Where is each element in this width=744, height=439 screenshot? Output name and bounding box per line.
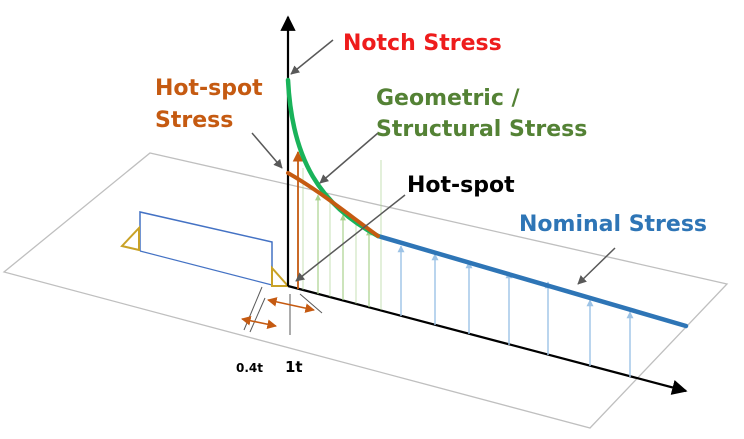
weld-right: [271, 265, 291, 287]
hot-spot-label: Hot-spot: [407, 173, 515, 198]
geometric-stress-label-line2: Structural Stress: [376, 117, 587, 142]
dimension-lines: [243, 286, 323, 335]
hot-spot-stress-callout: [251, 132, 283, 169]
hot-spot-extrapolation-curve: [286, 171, 380, 238]
weld-left: [120, 225, 140, 252]
attachment-base: [139, 250, 273, 286]
notch-stress-curve: [285, 77, 381, 239]
hot-spot-callout: [295, 194, 406, 282]
plate-outline: [2, 152, 729, 429]
hot-spot-stress-label-line2: Stress: [155, 108, 233, 133]
nominal-stress-arrows: [397, 245, 634, 377]
attachment-profile: [139, 211, 273, 285]
nominal-stress-line: [375, 233, 689, 329]
notch-stress-label: Notch Stress: [343, 31, 502, 56]
dimension-04t-arrow: [241, 316, 277, 329]
nominal-stress-label: Nominal Stress: [519, 212, 707, 237]
geometric-stress-label-line1: Geometric /: [376, 86, 521, 111]
geometric-stress-callout: [319, 132, 379, 184]
dimension-1t-label: 1t: [285, 358, 303, 376]
hot-spot-stress-label-line1: Hot-spot: [155, 76, 263, 101]
geometric-stress-ticks: [302, 160, 382, 310]
dimension-04t-label: 0.4t: [236, 361, 263, 375]
nominal-stress-callout: [577, 247, 616, 285]
geometric-stress-arrows: [315, 194, 372, 307]
horizontal-axis: [287, 284, 688, 395]
notch-stress-callout: [290, 39, 334, 75]
dimension-1t-arrow: [267, 297, 315, 313]
